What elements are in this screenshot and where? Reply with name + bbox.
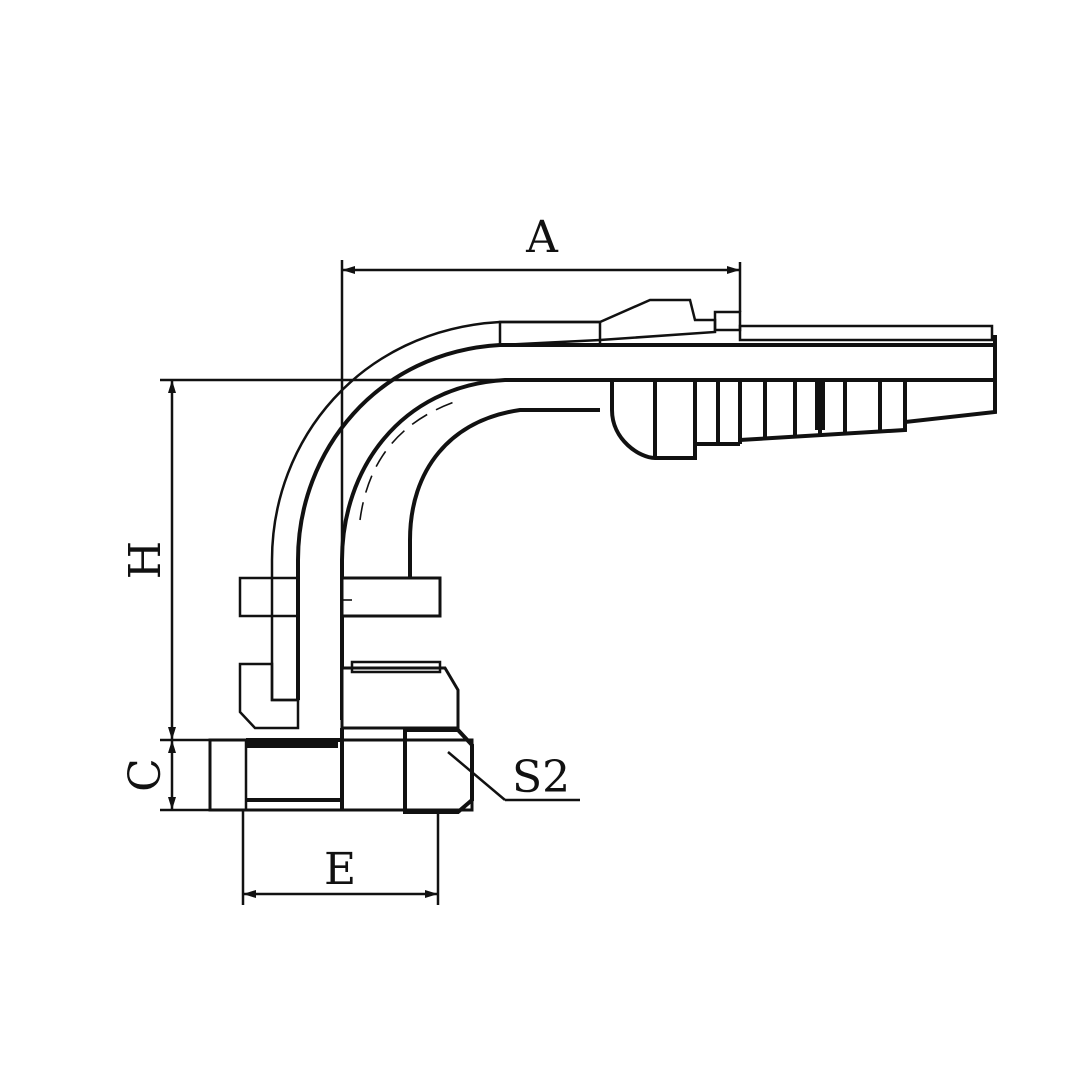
tail-lower-edge — [739, 380, 997, 442]
dim-h-label: H — [120, 541, 171, 579]
nut-left-cut — [238, 662, 300, 730]
nut-thread-band — [350, 660, 442, 674]
barb-groove — [815, 380, 825, 430]
bend-bore — [296, 343, 995, 700]
dim-s2-leader — [447, 751, 506, 801]
ferrule — [498, 298, 742, 460]
collar-ring — [238, 576, 442, 618]
dim-s2-label: S2 — [512, 752, 570, 803]
bend-hidden-line — [359, 399, 461, 521]
dimension-c: C — [120, 740, 210, 812]
dimension-a: A — [340, 212, 742, 560]
hose-tail — [612, 324, 997, 442]
dimension-h: H — [120, 378, 612, 742]
swivel-nut — [208, 660, 474, 814]
ring-right — [340, 576, 442, 618]
ring-left — [238, 576, 300, 618]
bend-inside-curve — [408, 408, 600, 578]
dim-a-label: A — [525, 212, 559, 263]
nut-seat-band — [246, 738, 338, 748]
ferrule-notch — [713, 310, 742, 332]
nut-upper-right — [340, 666, 460, 730]
nut-left-face — [208, 738, 248, 812]
bend-inner-edge — [340, 378, 612, 720]
dimension-s2: S2 — [447, 751, 580, 803]
dimension-e: E — [241, 810, 440, 905]
dim-e-label: E — [324, 844, 356, 895]
ferrule-taper — [498, 298, 717, 347]
dim-c-label: C — [120, 758, 171, 792]
tail-top-band — [738, 324, 994, 342]
